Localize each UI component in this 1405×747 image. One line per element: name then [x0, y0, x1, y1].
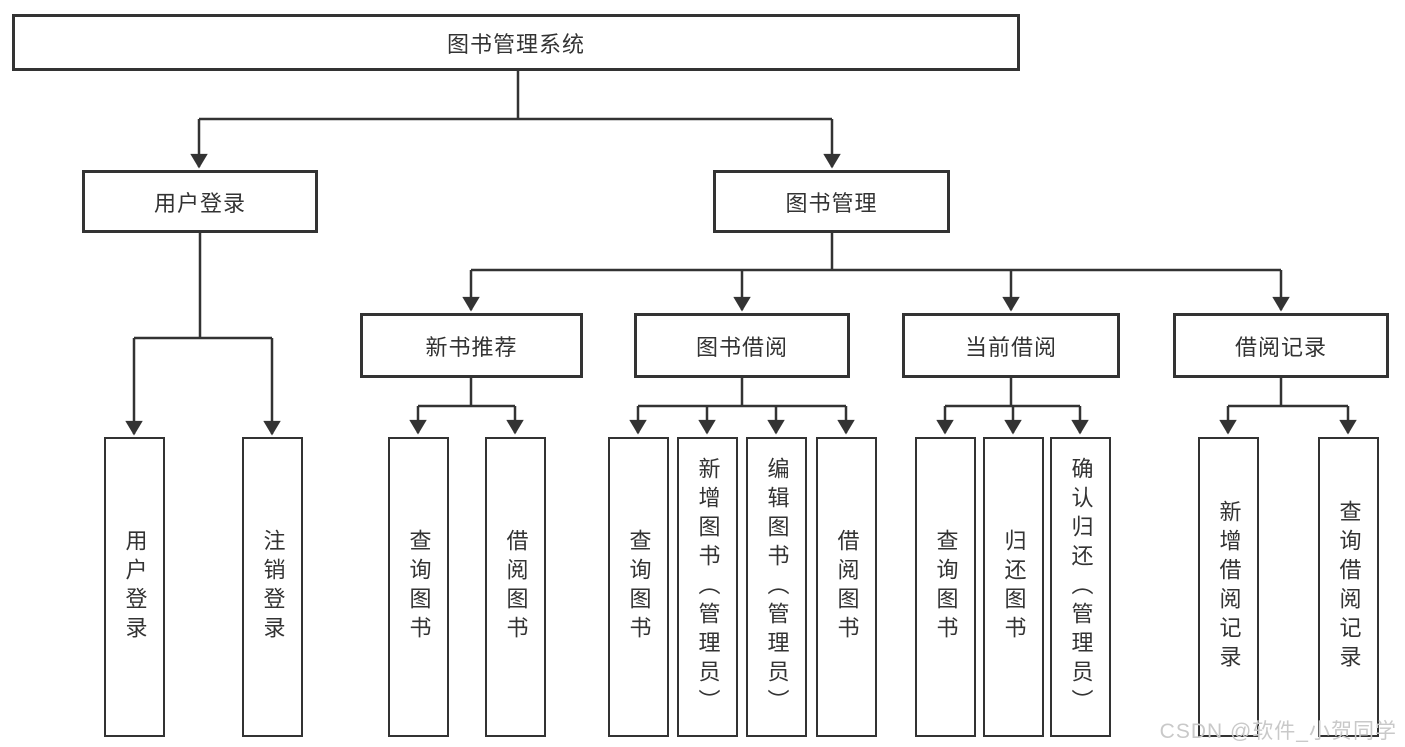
leaf-add-book-admin: 新增图书（管理员）: [677, 437, 738, 737]
leaf-borrow-books-borrow: 借阅图书: [816, 437, 877, 737]
node-label: 图书管理: [785, 190, 878, 216]
leaf-label: 归还图书: [1001, 529, 1027, 645]
leaf-label: 查询图书: [933, 529, 959, 645]
node-book-management: 图书管理: [713, 170, 950, 233]
leaf-label: 新增借阅记录: [1216, 500, 1242, 674]
leaf-label: 查询借阅记录: [1336, 500, 1362, 674]
watermark: CSDN @软件_小贺同学: [1159, 720, 1397, 743]
connector-line: [945, 378, 1080, 408]
node-label: 图书借阅: [695, 334, 788, 360]
node-new-book-recommend: 新书推荐: [360, 313, 583, 378]
leaf-label: 编辑图书（管理员）: [764, 456, 790, 718]
node-label: 新书推荐: [425, 334, 518, 360]
leaf-add-borrow-record: 新增借阅记录: [1198, 437, 1259, 737]
node-borrow-records: 借阅记录: [1173, 313, 1389, 378]
leaf-borrow-books-recommend: 借阅图书: [485, 437, 546, 737]
leaf-label: 注销登录: [260, 529, 286, 645]
leaf-query-books-recommend: 查询图书: [388, 437, 449, 737]
connector-line: [418, 378, 515, 408]
node-current-borrow: 当前借阅: [902, 313, 1120, 378]
node-label: 图书管理系统: [446, 31, 585, 57]
leaf-label: 借阅图书: [503, 529, 529, 645]
connector-line: [1228, 378, 1348, 408]
leaf-return-books: 归还图书: [983, 437, 1044, 737]
leaf-edit-book-admin: 编辑图书（管理员）: [746, 437, 807, 737]
leaf-confirm-return-admin: 确认归还（管理员）: [1050, 437, 1111, 737]
leaf-label: 借阅图书: [834, 529, 860, 645]
leaf-label: 查询图书: [406, 529, 432, 645]
node-library-management-system: 图书管理系统: [12, 14, 1020, 71]
leaf-label: 新增图书（管理员）: [695, 456, 721, 718]
node-label: 借阅记录: [1234, 334, 1327, 360]
leaf-user-login: 用户登录: [104, 437, 165, 737]
node-label: 当前借阅: [964, 334, 1057, 360]
leaf-label: 确认归还（管理员）: [1068, 456, 1094, 718]
leaf-label: 用户登录: [122, 529, 148, 645]
leaf-query-books-borrow: 查询图书: [608, 437, 669, 737]
connector-line: [638, 378, 846, 408]
leaf-label: 查询图书: [626, 529, 652, 645]
node-book-borrow: 图书借阅: [634, 313, 850, 378]
connector-line: [134, 233, 272, 340]
connector-line: [471, 233, 1281, 272]
node-user-login: 用户登录: [82, 170, 318, 233]
leaf-query-books-current: 查询图书: [915, 437, 976, 737]
node-label: 用户登录: [153, 190, 246, 216]
connector-line: [199, 71, 832, 121]
leaf-logout-login: 注销登录: [242, 437, 303, 737]
leaf-query-borrow-record: 查询借阅记录: [1318, 437, 1379, 737]
